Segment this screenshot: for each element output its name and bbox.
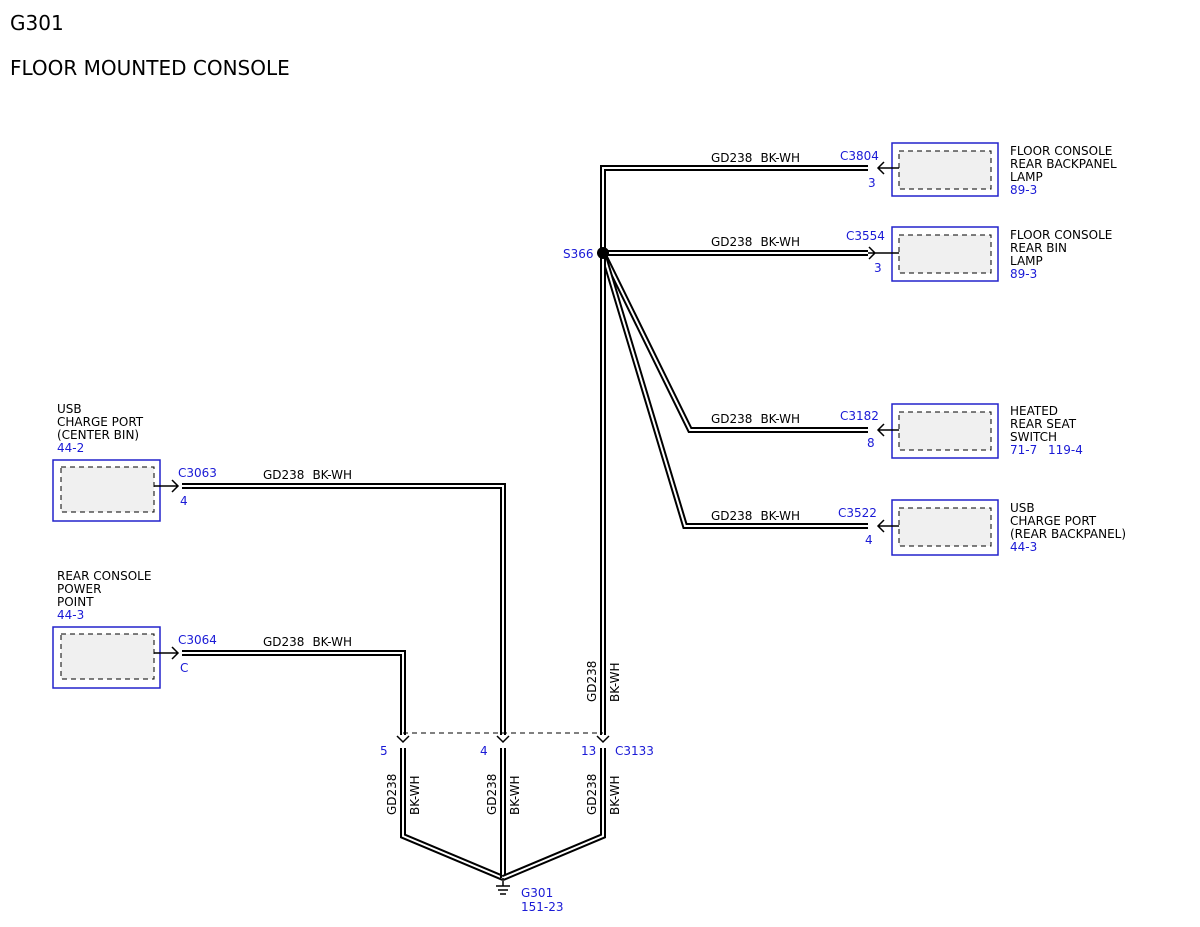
ground-g301: G301 151-23: [496, 878, 564, 914]
connector-c3064: C3064: [178, 633, 217, 647]
ground-label: G301: [521, 886, 553, 900]
connector-c3804: C3804: [840, 149, 879, 163]
connector-c3063: C3063: [178, 466, 217, 480]
splice-label: S366: [563, 247, 594, 261]
pin-c3804: 3: [868, 176, 876, 190]
page-title: FLOOR MOUNTED CONSOLE: [10, 56, 290, 80]
component-heated-seat-switch: C3182 8 HEATED REAR SEAT SWITCH 71-7 119…: [840, 403, 1083, 459]
svg-text:CHARGE PORT: CHARGE PORT: [1010, 514, 1097, 528]
pin-c3182: 8: [867, 436, 875, 450]
connector-c3554: C3554: [846, 229, 885, 243]
wire-label-vertical-pin13: GD238: [585, 774, 599, 815]
wire-color-vertical-s366: BK-WH: [608, 662, 622, 702]
ground-ref: 151-23: [521, 900, 564, 914]
svg-text:89-3: 89-3: [1010, 267, 1037, 281]
c3133-pin-5: 5: [380, 744, 388, 758]
svg-text:71-7: 71-7: [1010, 443, 1037, 457]
svg-text:POWER: POWER: [57, 582, 101, 596]
svg-text:REAR CONSOLE: REAR CONSOLE: [57, 569, 151, 583]
splice-dot: [597, 247, 609, 259]
connector-c3182: C3182: [840, 409, 879, 423]
svg-text:SWITCH: SWITCH: [1010, 430, 1057, 444]
svg-text:(REAR BACKPANEL): (REAR BACKPANEL): [1010, 527, 1126, 541]
component-usb-center-bin: USB CHARGE PORT (CENTER BIN) 44-2 C3063 …: [52, 402, 217, 522]
svg-text:44-2: 44-2: [57, 441, 84, 455]
svg-text:REAR BIN: REAR BIN: [1010, 241, 1067, 255]
wire-color-vertical-pin13: BK-WH: [608, 775, 622, 815]
component-rear-bin-lamp: C3554 3 FLOOR CONSOLE REAR BIN LAMP 89-3: [846, 226, 1112, 282]
component-usb-rear-backpanel: C3522 4 USB CHARGE PORT (REAR BACKPANEL)…: [838, 499, 1126, 556]
connector-c3522: C3522: [838, 506, 877, 520]
svg-text:REAR SEAT: REAR SEAT: [1010, 417, 1077, 431]
svg-text:USB: USB: [1010, 501, 1035, 515]
svg-text:USB: USB: [57, 402, 82, 416]
svg-text:FLOOR CONSOLE: FLOOR CONSOLE: [1010, 144, 1112, 158]
svg-text:LAMP: LAMP: [1010, 254, 1043, 268]
page-code: G301: [10, 11, 64, 35]
svg-text:44-3: 44-3: [1010, 540, 1037, 554]
svg-text:89-3: 89-3: [1010, 183, 1037, 197]
svg-text:REAR BACKPANEL: REAR BACKPANEL: [1010, 157, 1117, 171]
svg-text:CHARGE PORT: CHARGE PORT: [57, 415, 144, 429]
svg-text:POINT: POINT: [57, 595, 94, 609]
pin-c3064: C: [180, 661, 188, 675]
component-rear-power-point: REAR CONSOLE POWER POINT 44-3 C3064 C: [52, 569, 217, 689]
wire-color-vertical-pin4: BK-WH: [508, 775, 522, 815]
c3133-pin-4: 4: [480, 744, 488, 758]
pin-c3554: 3: [874, 261, 882, 275]
inline-connector-c3133: 5 4 13 C3133: [380, 732, 654, 758]
wire-runs: [182, 165, 868, 881]
svg-text:119-4: 119-4: [1048, 443, 1083, 457]
svg-text:(CENTER BIN): (CENTER BIN): [57, 428, 139, 442]
svg-text:44-3: 44-3: [57, 608, 84, 622]
wire-label-vertical-s366: GD238: [585, 661, 599, 702]
pin-c3063: 4: [180, 494, 188, 508]
svg-text:HEATED: HEATED: [1010, 404, 1058, 418]
pin-c3522: 4: [865, 533, 873, 547]
wire-label-vertical-pin4: GD238: [485, 774, 499, 815]
wire-color-vertical-pin5: BK-WH: [408, 775, 422, 815]
c3133-label: C3133: [615, 744, 654, 758]
c3133-pin-13: 13: [581, 744, 596, 758]
component-rear-backpanel-lamp: C3804 3 FLOOR CONSOLE REAR BACKPANEL LAM…: [840, 142, 1117, 197]
wire-label-vertical-pin5: GD238: [385, 774, 399, 815]
svg-text:LAMP: LAMP: [1010, 170, 1043, 184]
svg-text:FLOOR CONSOLE: FLOOR CONSOLE: [1010, 228, 1112, 242]
